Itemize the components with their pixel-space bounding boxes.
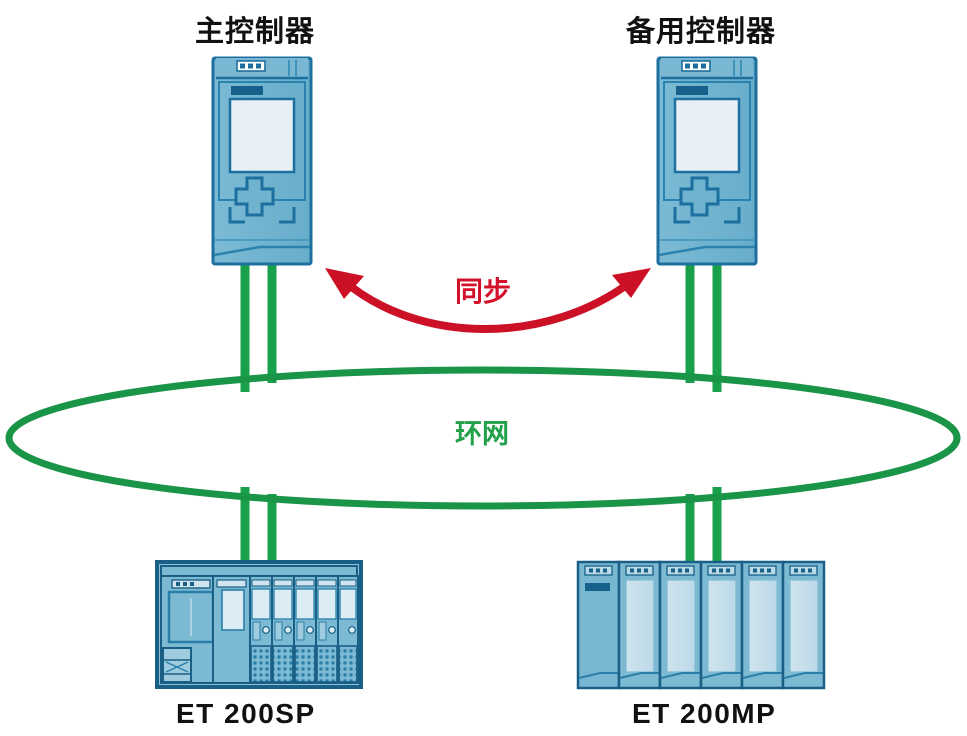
io-module-group bbox=[617, 560, 826, 690]
primary-controller-label: 主控制器 bbox=[195, 16, 316, 48]
network-cables bbox=[240, 262, 722, 566]
io-rack-et200mp[interactable] bbox=[576, 560, 826, 690]
ring-network-label: 环网 bbox=[455, 419, 509, 449]
et200mp-label: ET 200MP bbox=[632, 698, 777, 729]
plc-controller-backup[interactable] bbox=[656, 56, 758, 266]
double-arrow-icon bbox=[325, 268, 651, 333]
plc-controller-primary[interactable] bbox=[211, 56, 313, 266]
et200sp-label: ET 200SP bbox=[176, 698, 316, 729]
ring-network-icon bbox=[5, 366, 961, 510]
backup-controller-label: 备用控制器 bbox=[626, 16, 777, 48]
io-rack-et200sp[interactable] bbox=[155, 560, 363, 689]
sync-label: 同步 bbox=[455, 276, 512, 307]
io-module-group bbox=[249, 575, 359, 684]
